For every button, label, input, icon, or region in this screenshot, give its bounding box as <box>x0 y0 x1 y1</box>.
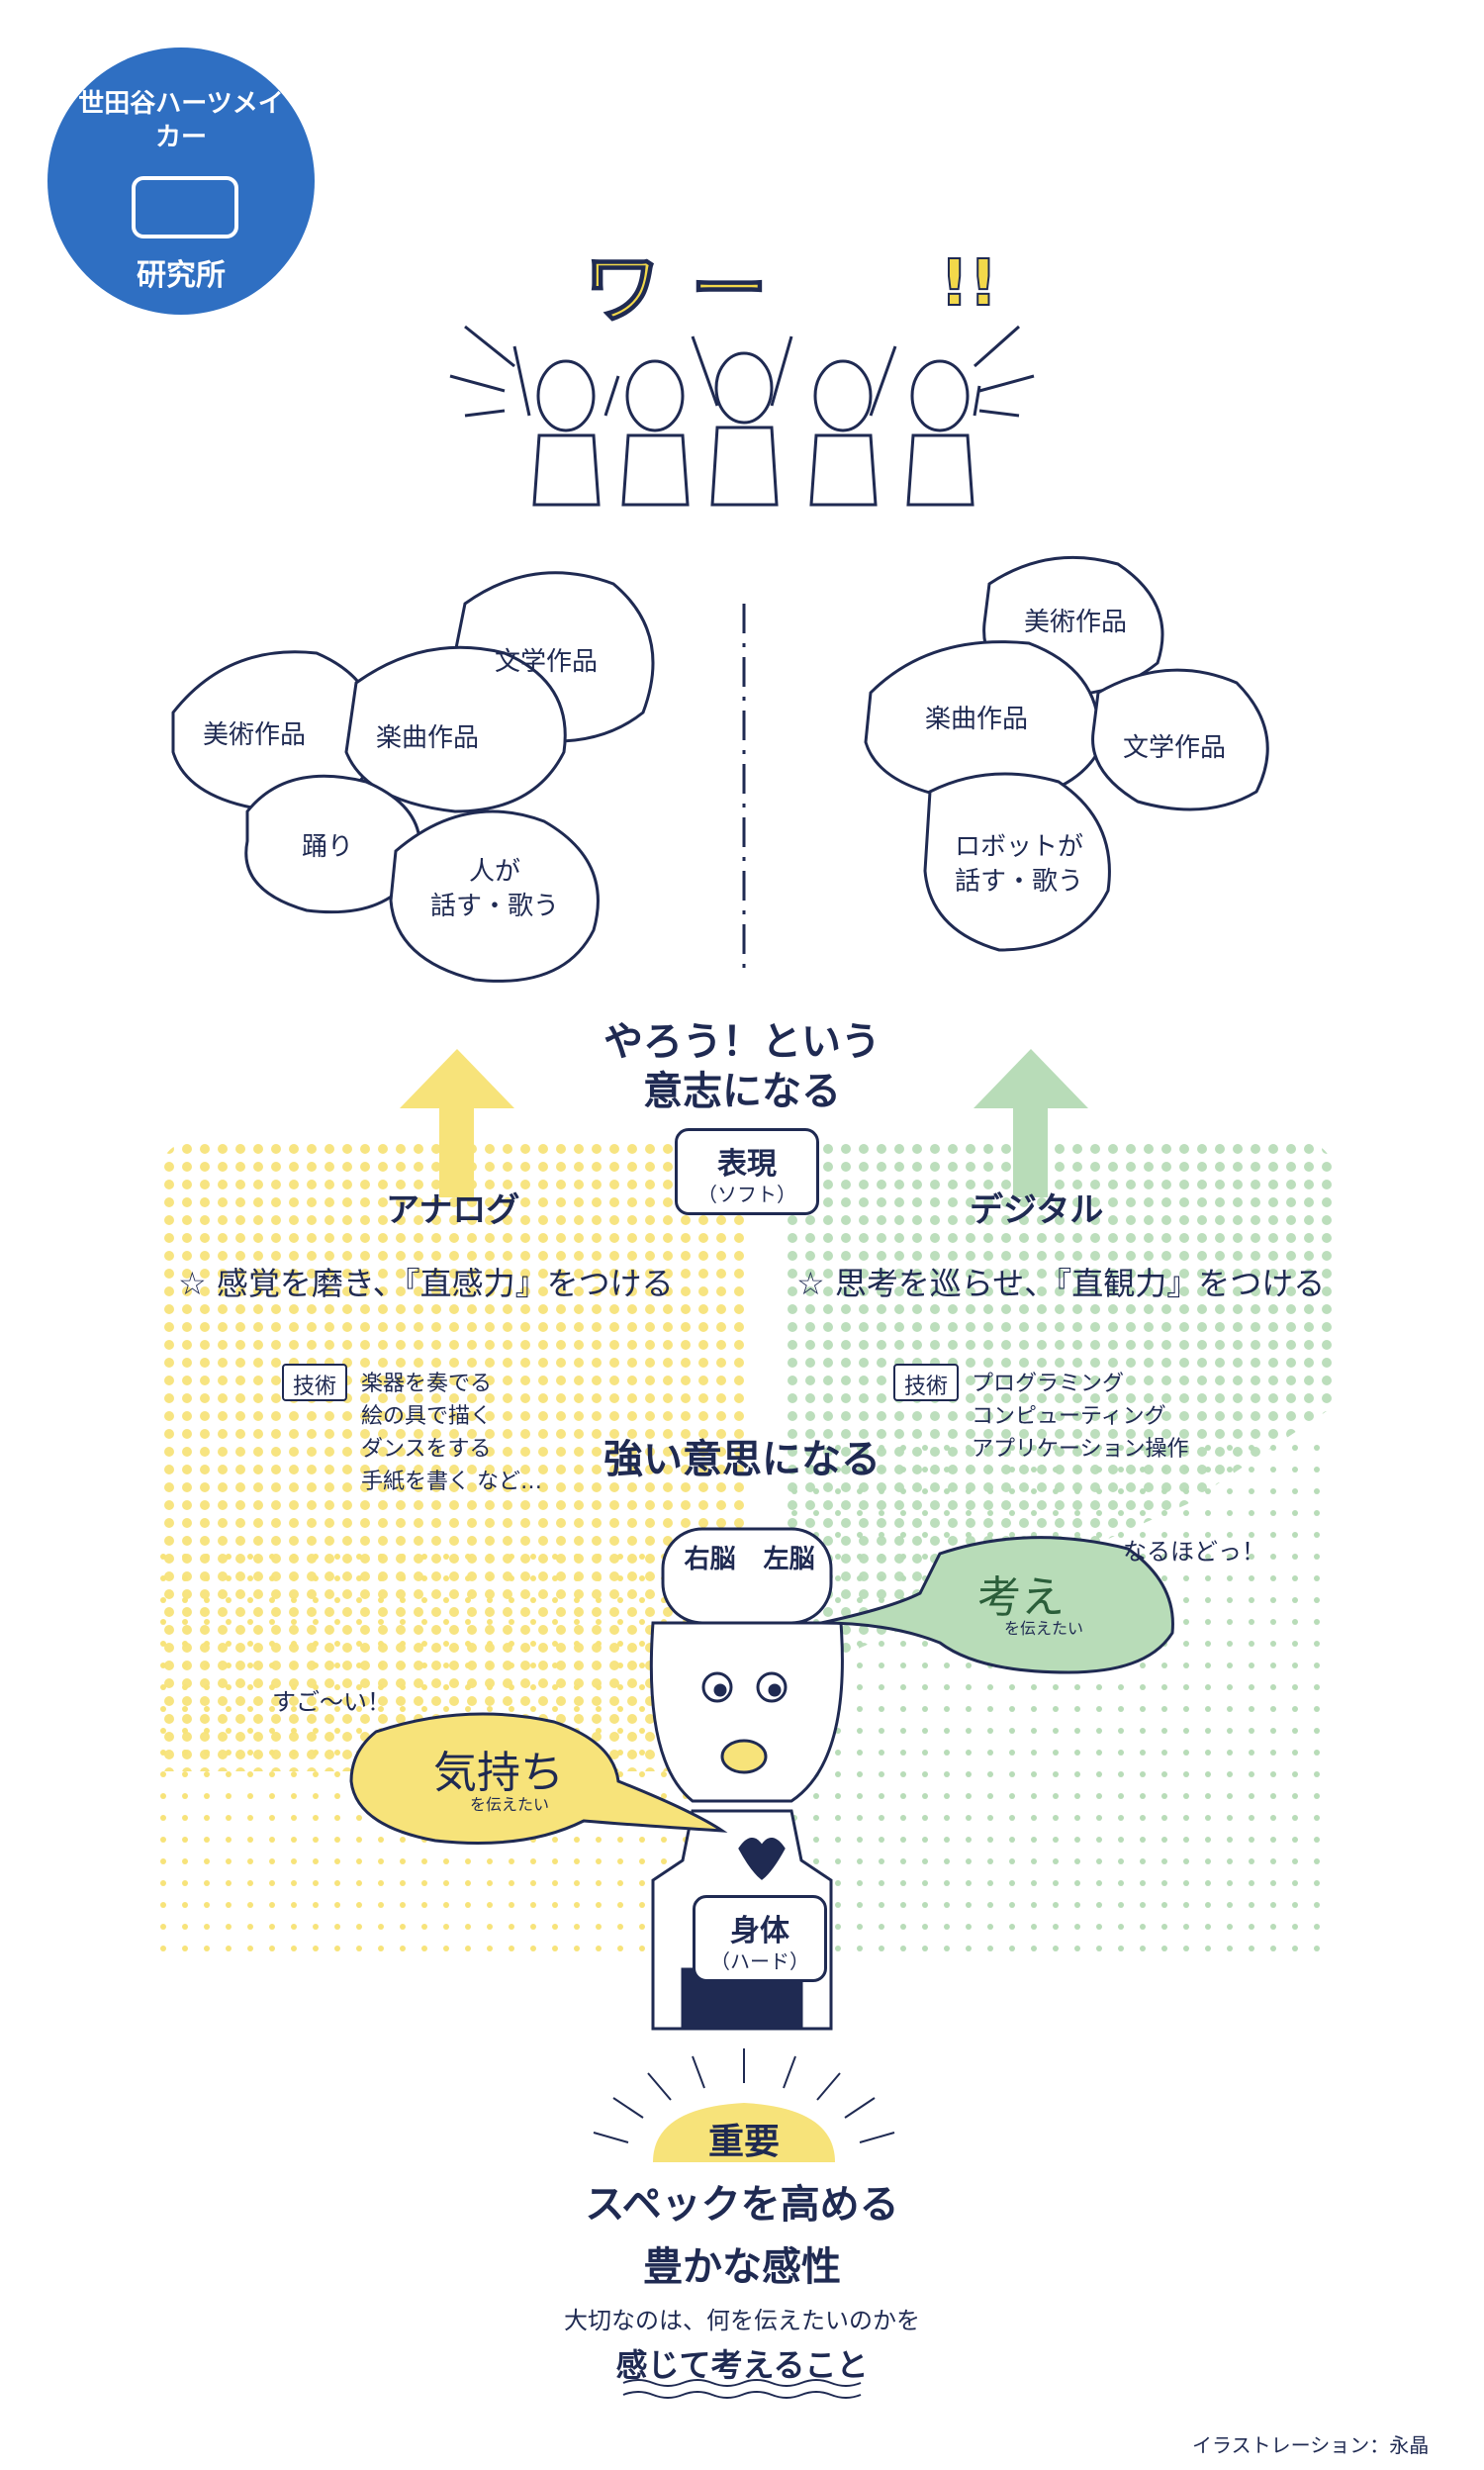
cheer-text: ワー <box>583 244 798 335</box>
will-line1: やろう！という <box>603 1019 881 1065</box>
body-title: 身体 <box>730 1914 789 1948</box>
digital-tech-badge: 技術 <box>893 1364 959 1401</box>
reaction-right: なるほどっ！ <box>1123 1538 1265 1566</box>
digital-tech-item: アプリケーション操作 <box>972 1437 1189 1462</box>
cheer-exclaim: !! <box>939 246 998 322</box>
important-label: 重要 <box>707 2122 780 2162</box>
analog-tech-item: 楽器を奏でる <box>361 1372 493 1396</box>
digital-music-label: 楽曲作品 <box>925 705 1029 734</box>
conclusion-line3: 大切なのは、何を伝えたいのかを <box>564 2307 920 2334</box>
brain-left-label: 左脳 <box>763 1545 815 1574</box>
strong-will-text: 強い意思になる <box>603 1437 881 1482</box>
analog-tech-item: 手紙を書く など… <box>361 1470 542 1494</box>
logo-subtitle: 研究所 <box>137 258 226 293</box>
logo-badge: 世田谷ハーツメイカー 研究所 <box>47 48 315 315</box>
expression-title: 表現 <box>717 1147 777 1182</box>
conclusion-line2: 豊かな感性 <box>643 2244 841 2290</box>
will-line2: 意志になる <box>643 1069 841 1114</box>
analog-music-label: 楽曲作品 <box>376 723 480 753</box>
logo-title: 世田谷ハーツメイカー <box>78 89 284 152</box>
digital-robot-line2: 話す・歌う <box>954 867 1083 897</box>
digital-art-label: 美術作品 <box>1024 608 1128 637</box>
body-sub: （ハード） <box>710 1949 809 1973</box>
analog-dance-label: 踊り <box>302 832 354 862</box>
digital-tagline: ☆ 思考を巡らせ、『直観力』をつける <box>796 1265 1326 1302</box>
body-box: 身体 （ハード） <box>693 1895 827 1982</box>
feeling-main: 気持ち <box>433 1748 564 1798</box>
logo-sofa-icon <box>132 176 238 238</box>
thought-sub: を伝えたい <box>1004 1619 1084 1638</box>
reaction-left: すご〜い！ <box>272 1688 391 1716</box>
digital-title: デジタル <box>970 1190 1104 1230</box>
digital-literature-label: 文学作品 <box>1123 733 1227 763</box>
brain-right-label: 右脳 <box>684 1545 736 1574</box>
feeling-sub: を伝えたい <box>470 1795 550 1814</box>
expression-box: 表現 （ソフト） <box>675 1128 819 1215</box>
analog-literature-label: 文学作品 <box>495 647 599 677</box>
analog-tagline: ☆ 感覚を磨き、『直感力』をつける <box>178 1265 674 1302</box>
expression-sub: （ソフト） <box>697 1183 796 1206</box>
conclusion-line4: 感じて考えること <box>615 2346 869 2384</box>
analog-tech-badge: 技術 <box>282 1364 347 1401</box>
analog-title: アナログ <box>386 1190 520 1230</box>
thought-main: 考え <box>977 1572 1065 1623</box>
analog-singing-line1: 人が <box>468 857 520 887</box>
digital-tech-item: プログラミング <box>972 1372 1125 1396</box>
conclusion-line1: スペックを高める <box>585 2182 899 2228</box>
digital-tech-item: コンピューティング <box>972 1404 1166 1429</box>
analog-singing-line2: 話す・歌う <box>429 892 559 921</box>
analog-tech-item: ダンスをする <box>361 1437 492 1462</box>
analog-art-label: 美術作品 <box>203 720 307 750</box>
illustration-credit: イラストレーション：永晶 <box>1192 2433 1430 2457</box>
digital-robot-line1: ロボットが <box>954 832 1083 862</box>
analog-tech-label: 技術 <box>292 1375 336 1399</box>
digital-tech-label: 技術 <box>903 1375 948 1399</box>
analog-tech-item: 絵の具で描く <box>361 1404 493 1429</box>
